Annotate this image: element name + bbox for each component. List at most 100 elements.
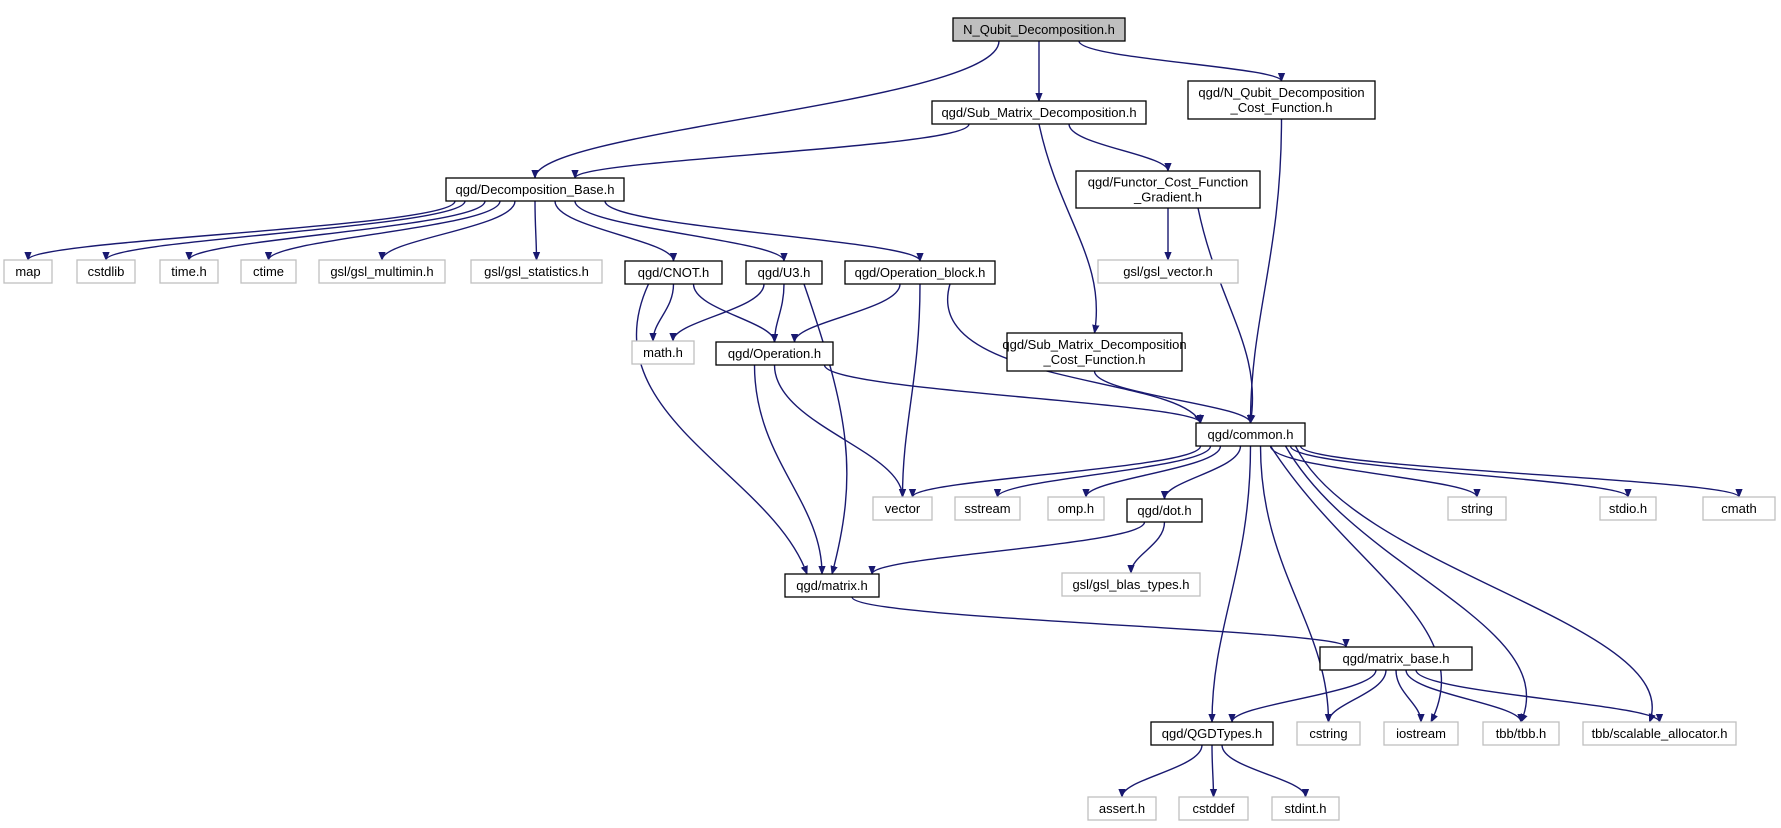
node-label: time.h	[171, 264, 206, 279]
node-label: qgd/QGDTypes.h	[1162, 726, 1262, 741]
node-box	[631, 340, 695, 365]
edge-common-to-scalable	[1294, 445, 1653, 722]
node-matrixbase[interactable]: qgd/matrix_base.h	[1319, 646, 1473, 671]
node-decomp[interactable]: qgd/Decomposition_Base.h	[445, 177, 625, 202]
edge-decomp-to-map	[28, 200, 456, 261]
node-operation[interactable]: qgd/Operation.h	[715, 341, 834, 366]
node-box	[931, 100, 1147, 125]
edge-dot-to-matrix	[872, 521, 1146, 575]
node-u3[interactable]: qgd/U3.h	[745, 260, 823, 285]
node-box	[1150, 721, 1274, 746]
node-label: ctime	[253, 264, 284, 279]
node-box	[1447, 496, 1507, 521]
node-multimin: gsl/gsl_multimin.h	[318, 259, 446, 284]
edge-operation-to-vector	[773, 364, 903, 497]
node-label: cstring	[1309, 726, 1347, 741]
node-box	[240, 259, 297, 284]
node-cstddef: cstddef	[1178, 796, 1249, 821]
edge-decomp-to-u3	[574, 200, 784, 262]
node-cnot[interactable]: qgd/CNOT.h	[624, 260, 723, 285]
node-label: qgd/Sub_Matrix_Decomposition.h	[941, 105, 1136, 120]
node-blastypes: gsl/gsl_blas_types.h	[1061, 572, 1201, 597]
node-common[interactable]: qgd/common.h	[1195, 422, 1306, 447]
node-label: gsl/gsl_statistics.h	[484, 264, 589, 279]
edge-u3-to-mathh	[673, 283, 765, 342]
edge-submat-to-decomp	[575, 123, 970, 179]
node-label: math.h	[643, 345, 683, 360]
node-stdioh: stdio.h	[1599, 496, 1657, 521]
node-label: stdio.h	[1609, 501, 1647, 516]
node-functor[interactable]: qgd/Functor_Cost_Function_Gradient.h	[1075, 170, 1261, 209]
node-label: _Cost_Function.h	[1230, 100, 1333, 115]
node-label: gsl/gsl_vector.h	[1123, 264, 1213, 279]
edge-root-to-decomp	[535, 40, 1000, 179]
node-sstream: sstream	[954, 496, 1021, 521]
node-box	[624, 260, 723, 285]
node-label: qgd/common.h	[1208, 427, 1294, 442]
node-box	[159, 259, 219, 284]
edge-common-to-string	[1269, 445, 1478, 498]
node-box	[745, 260, 823, 285]
node-nqcost[interactable]: qgd/N_Qubit_Decomposition_Cost_Function.…	[1187, 80, 1376, 120]
edge-common-to-tbbh	[1284, 445, 1527, 722]
node-stdinth: stdint.h	[1271, 796, 1340, 821]
node-box	[844, 260, 996, 285]
node-box	[715, 341, 834, 366]
node-box	[1383, 721, 1459, 746]
node-label: iostream	[1396, 726, 1446, 741]
node-label: qgd/Operation_block.h	[855, 265, 986, 280]
node-gslvector: gsl/gsl_vector.h	[1097, 259, 1239, 284]
node-label: omp.h	[1058, 501, 1094, 516]
node-box	[1271, 796, 1340, 821]
node-qgdtypes[interactable]: qgd/QGDTypes.h	[1150, 721, 1274, 746]
node-box	[1195, 422, 1306, 447]
node-label: qgd/matrix_base.h	[1343, 651, 1450, 666]
node-box	[1296, 721, 1361, 746]
edge-matrixbase-to-iostream	[1395, 669, 1421, 723]
edge-decomp-to-cnot	[554, 200, 674, 262]
edge-common-to-cstring	[1259, 445, 1329, 722]
node-box	[470, 259, 603, 284]
edge-common-to-omph	[1086, 445, 1222, 498]
node-box	[952, 17, 1126, 42]
node-root[interactable]: N_Qubit_Decomposition.h	[952, 17, 1126, 42]
node-vector: vector	[872, 496, 933, 521]
edge-common-to-qgdtypes	[1212, 445, 1252, 722]
node-box	[1126, 498, 1203, 523]
node-box	[3, 259, 53, 284]
node-box	[1482, 721, 1560, 746]
node-box	[1006, 332, 1183, 372]
node-tbbh: tbb/tbb.h	[1482, 721, 1560, 746]
edge-decomp-to-multimin	[382, 200, 516, 261]
edge-matrix-to-matrixbase	[851, 596, 1346, 648]
edge-matrixbase-to-cstring	[1329, 669, 1387, 723]
node-box	[1702, 496, 1776, 521]
node-submat[interactable]: qgd/Sub_Matrix_Decomposition.h	[931, 100, 1147, 125]
node-label: qgd/Functor_Cost_Function	[1088, 175, 1248, 190]
edge-cnot-to-mathh	[653, 283, 675, 342]
node-box	[76, 259, 136, 284]
node-box	[1075, 170, 1261, 209]
node-box	[1061, 572, 1201, 597]
node-label: cstddef	[1193, 801, 1235, 816]
edge-common-to-dot	[1165, 445, 1242, 500]
edge-decomp-to-cstdlib	[106, 200, 466, 261]
node-label: qgd/dot.h	[1137, 503, 1191, 518]
node-submatcost[interactable]: qgd/Sub_Matrix_Decomposition_Cost_Functi…	[1002, 332, 1187, 372]
node-matrix[interactable]: qgd/matrix.h	[784, 573, 880, 598]
edge-functor-to-common	[1197, 207, 1253, 423]
node-label: qgd/U3.h	[758, 265, 811, 280]
node-cmath: cmath	[1702, 496, 1776, 521]
node-box	[1599, 496, 1657, 521]
node-box	[954, 496, 1021, 521]
node-dot[interactable]: qgd/dot.h	[1126, 498, 1203, 523]
node-box	[1582, 721, 1737, 746]
edge-matrixbase-to-qgdtypes	[1232, 669, 1377, 723]
node-box	[1047, 496, 1105, 521]
edge-decomp-to-stats	[535, 200, 537, 260]
node-label: qgd/matrix.h	[796, 578, 868, 593]
node-opblock[interactable]: qgd/Operation_block.h	[844, 260, 996, 285]
edge-common-to-cmath	[1299, 445, 1740, 498]
node-string: string	[1447, 496, 1507, 521]
